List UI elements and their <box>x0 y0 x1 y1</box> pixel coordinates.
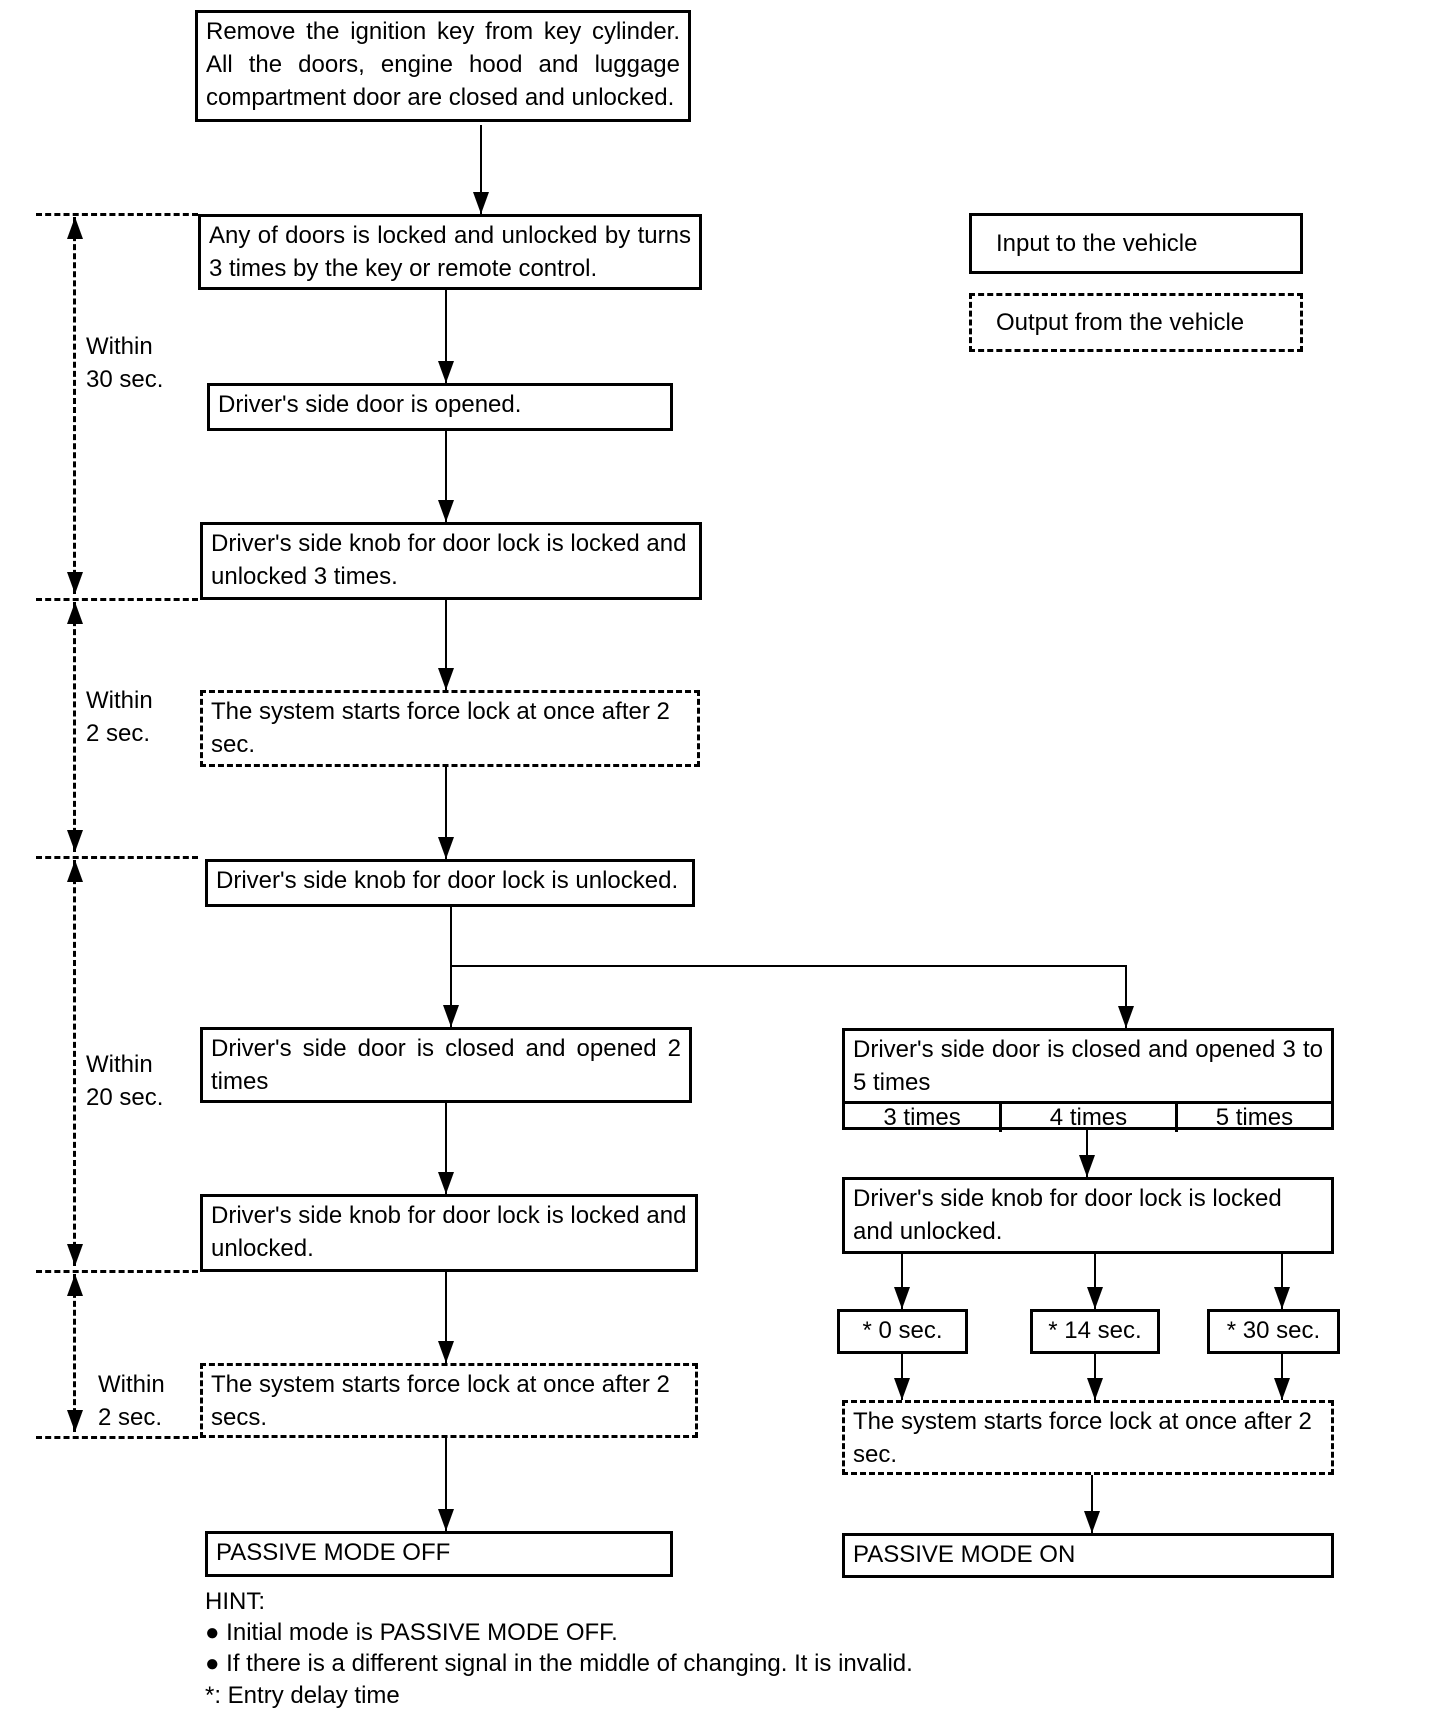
step-box-knob-locked-unlocked-3-times: Driver's side knob for door lock is lock… <box>200 522 702 600</box>
hint-item-1-text: Initial mode is PASSIVE MODE OFF. <box>226 1619 618 1646</box>
hint-item-2-text: If there is a different signal in the mi… <box>226 1650 913 1677</box>
flow-arrow-delay-30 <box>1274 1254 1290 1309</box>
bullet-icon: ● <box>205 1619 220 1646</box>
hint-item-1: ● Initial mode is PASSIVE MODE OFF. <box>205 1616 618 1649</box>
bullet-icon: ● <box>205 1650 220 1677</box>
timeline-arrow-2sec-b <box>66 1274 83 1432</box>
step-box-start: Remove the ignition key from key cylinde… <box>195 10 691 122</box>
step-box-force-lock-2: The system starts force lock at once aft… <box>200 1363 698 1438</box>
flow-arrow-right <box>1079 1130 1095 1177</box>
hint-title: HINT: <box>205 1588 265 1615</box>
step-box-knob-locked-unlocked-right: Driver's side knob for door lock is lock… <box>842 1177 1334 1254</box>
flow-arrow-to-passive-on <box>1084 1475 1100 1533</box>
step-box-door-closed-opened-2-times: Driver's side door is closed and opened … <box>200 1027 692 1103</box>
flow-arrow <box>438 1272 454 1363</box>
step-box-lock-unlock-3-times: Any of doors is locked and unlocked by t… <box>198 214 702 290</box>
timeline-label-2sec: Within 2 sec. <box>86 684 166 750</box>
timeline-tick-line <box>36 598 198 601</box>
flow-arrow <box>438 431 454 522</box>
result-box-passive-mode-off: PASSIVE MODE OFF <box>205 1531 673 1577</box>
option-3-times: 3 times <box>883 1104 961 1131</box>
flow-arrow-to-force-lock <box>1087 1354 1103 1400</box>
hint-item-2: ● If there is a different signal in the … <box>205 1647 913 1680</box>
flow-arrow <box>438 600 454 690</box>
timeline-label-30sec: Within 30 sec. <box>86 330 166 396</box>
flow-arrow <box>438 1103 454 1194</box>
times-option-row: 3 times 4 times 5 times <box>845 1101 1331 1132</box>
step-box-knob-locked-unlocked: Driver's side knob for door lock is lock… <box>200 1194 698 1272</box>
timeline-arrow-2sec <box>66 602 83 852</box>
step-box-door-opened: Driver's side door is opened. <box>207 383 673 431</box>
flow-arrow <box>443 907 459 1027</box>
step-box-force-lock-right: The system starts force lock at once aft… <box>842 1400 1334 1475</box>
hint-note-entry-delay: *: Entry delay time <box>205 1682 400 1709</box>
flow-arrow-branch-right <box>1118 965 1134 1028</box>
legend-output-label: Output from the vehicle <box>996 309 1245 336</box>
delay-box-30sec: * 30 sec. <box>1207 1309 1340 1354</box>
step-box-force-lock-1: The system starts force lock at once aft… <box>200 690 700 767</box>
flow-arrow <box>438 1438 454 1531</box>
option-4-times: 4 times <box>999 1104 1178 1132</box>
flow-arrow <box>473 125 489 214</box>
step-box-knob-unlocked: Driver's side knob for door lock is unlo… <box>205 859 695 907</box>
result-box-passive-mode-on: PASSIVE MODE ON <box>842 1533 1334 1578</box>
timeline-tick-line <box>36 1436 198 1439</box>
timeline-tick-line <box>36 856 198 859</box>
timeline-tick-line <box>36 213 198 216</box>
timeline-tick-line <box>36 1270 198 1273</box>
delay-box-14sec: * 14 sec. <box>1030 1309 1160 1354</box>
flow-arrow-to-force-lock <box>894 1354 910 1400</box>
timeline-label-2sec-b: Within 2 sec. <box>98 1368 178 1434</box>
timeline-arrow-20sec <box>66 860 83 1266</box>
legend-input-label: Input to the vehicle <box>996 230 1198 257</box>
flow-arrow-delay-14 <box>1087 1254 1103 1309</box>
flow-arrow-delay-0 <box>894 1254 910 1309</box>
option-5-times: 5 times <box>1215 1104 1294 1131</box>
timeline-arrow-30sec <box>66 217 83 594</box>
flow-arrow <box>438 767 454 859</box>
step-text-3to5: Driver's side door is closed and opened … <box>853 1036 1323 1096</box>
branch-line <box>451 965 1127 967</box>
flow-arrow <box>438 290 454 383</box>
flow-arrow-to-force-lock <box>1274 1354 1290 1400</box>
legend-input-box: Input to the vehicle <box>969 213 1303 274</box>
timeline-label-20sec: Within 20 sec. <box>86 1048 166 1114</box>
legend-output-box: Output from the vehicle <box>969 293 1303 352</box>
delay-box-0sec: * 0 sec. <box>837 1309 968 1354</box>
step-box-door-closed-opened-3to5: Driver's side door is closed and opened … <box>842 1028 1334 1132</box>
